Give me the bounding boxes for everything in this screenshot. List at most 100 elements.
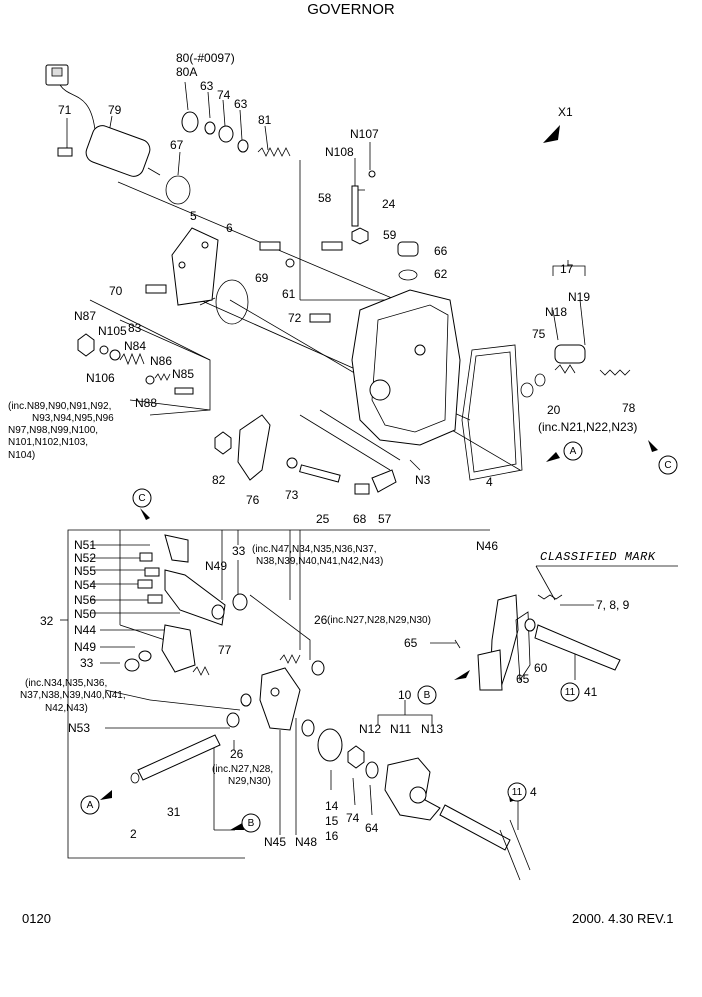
label-83: 83 — [128, 321, 142, 335]
washer-33-part — [232, 593, 248, 611]
washer-64-part — [365, 761, 379, 779]
label-inc-N27-lower-1: (inc.N27,N28, — [212, 764, 274, 775]
spring-78-part — [599, 369, 631, 376]
label-78: 78 — [622, 401, 636, 415]
label-N88: N88 — [135, 396, 158, 410]
bolt-69-part — [259, 241, 281, 251]
label-inc-N47-1: (inc.N47,N34,N35,N36,N37, — [252, 544, 377, 555]
label-N87: N87 — [74, 309, 97, 323]
nut-N87-part — [77, 333, 95, 357]
label-41: 41 — [584, 685, 598, 699]
label-67: 67 — [170, 138, 184, 152]
label-N50: N50 — [74, 607, 97, 621]
governor-housing-part — [351, 289, 461, 446]
label-N51: N51 — [74, 538, 97, 552]
label-31: 31 — [167, 805, 181, 819]
label-20: 20 — [547, 403, 561, 417]
label-N52: N52 — [74, 551, 97, 565]
snap-ring-2-part — [130, 772, 140, 784]
label-69: 69 — [255, 271, 269, 285]
gasket-4-part — [461, 344, 523, 481]
label-72: 72 — [288, 311, 302, 325]
ref-C-letter-2: C — [138, 493, 146, 504]
ref-C-marker-2 — [132, 488, 152, 508]
bolt-71-part — [57, 147, 73, 157]
label-6: 6 — [226, 221, 233, 235]
label-N86: N86 — [150, 354, 173, 368]
spring-N84-part — [154, 373, 171, 381]
label-25: 25 — [316, 512, 330, 526]
label-73: 73 — [285, 488, 299, 502]
label-N44: N44 — [74, 623, 97, 637]
nut-82-part — [214, 431, 232, 455]
ref-C-letter: C — [664, 460, 672, 471]
label-N48: N48 — [295, 835, 318, 849]
bolt-58-part — [321, 241, 343, 251]
label-inc-N27-lower-2: N29,N30) — [228, 776, 271, 787]
ref-B-marker-2 — [241, 813, 261, 833]
label-N45: N45 — [264, 835, 287, 849]
label-N108: N108 — [325, 145, 354, 159]
ref-C-marker — [658, 455, 678, 475]
label-77: 77 — [218, 643, 232, 657]
label-4: 4 — [486, 475, 493, 489]
ref-markers — [80, 441, 678, 833]
label-32: 32 — [40, 614, 54, 628]
label-inc-N34-2: N37,N38,N39,N40,N41, — [20, 690, 126, 701]
bracket-57-part — [371, 469, 397, 493]
label-60: 60 — [534, 661, 548, 675]
label-inc-N34-1: (inc.N34,N35,N36, — [25, 678, 108, 689]
page-number: 0120 — [22, 911, 51, 926]
label-inc-N89-1: (inc.N89,N90,N91,N92, — [8, 401, 112, 412]
bolt-70-part — [145, 284, 167, 294]
label-16: 16 — [325, 829, 339, 843]
page-title: GOVERNOR — [307, 1, 395, 18]
bush-80-part — [181, 111, 199, 133]
label-79: 79 — [108, 103, 122, 117]
weight-14-part — [317, 728, 343, 762]
wire-harness-part — [59, 84, 96, 131]
label-66: 66 — [434, 244, 448, 258]
label-64: 64 — [365, 821, 379, 835]
washer-62-part — [398, 269, 418, 281]
plug-66-part — [397, 241, 419, 257]
label-80a: 80A — [176, 65, 198, 79]
label-N18: N18 — [545, 305, 568, 319]
shaft-41-part — [534, 624, 621, 671]
ref-A-marker-2 — [80, 795, 100, 815]
o-ring-20-part — [520, 382, 534, 398]
parts — [45, 64, 658, 881]
lever-N45-part — [259, 667, 301, 731]
view-x1-label: X1 — [558, 105, 573, 119]
label-33-upper: 33 — [232, 544, 246, 558]
classified-mark-label: CLASSIFIED MARK — [540, 550, 656, 564]
label-62: 62 — [434, 267, 448, 281]
label-N46: N46 — [476, 539, 499, 553]
bolt-25-part — [299, 464, 341, 483]
label-76: 76 — [246, 493, 260, 507]
label-65-left: 65 — [404, 636, 418, 650]
shaft-31-part — [137, 734, 221, 781]
lever-76-part — [237, 414, 271, 481]
label-15: 15 — [325, 814, 339, 828]
ref-A-marker — [563, 441, 583, 461]
label-N85: N85 — [172, 367, 195, 381]
label-4-lower: 4 — [530, 785, 537, 799]
cable-11-4-part — [439, 804, 511, 851]
leader-lines — [60, 81, 678, 859]
bracket-N51-part — [164, 534, 189, 563]
label-inc-N89-5: N104) — [8, 450, 36, 461]
screw-17-part — [554, 344, 586, 364]
label-N55: N55 — [74, 564, 97, 578]
label-17: 17 — [560, 262, 574, 276]
label-inc-N47-2: N38,N39,N40,N41,N42,N43) — [256, 556, 384, 567]
o-ring-67-part — [165, 175, 191, 205]
ref-B-letter-2: B — [247, 818, 255, 829]
stud-24-part — [351, 185, 359, 227]
ref-B-marker — [417, 685, 437, 705]
ref-11-letter: 11 — [564, 687, 576, 698]
label-59: 59 — [383, 228, 397, 242]
label-N19: N19 — [568, 290, 591, 304]
